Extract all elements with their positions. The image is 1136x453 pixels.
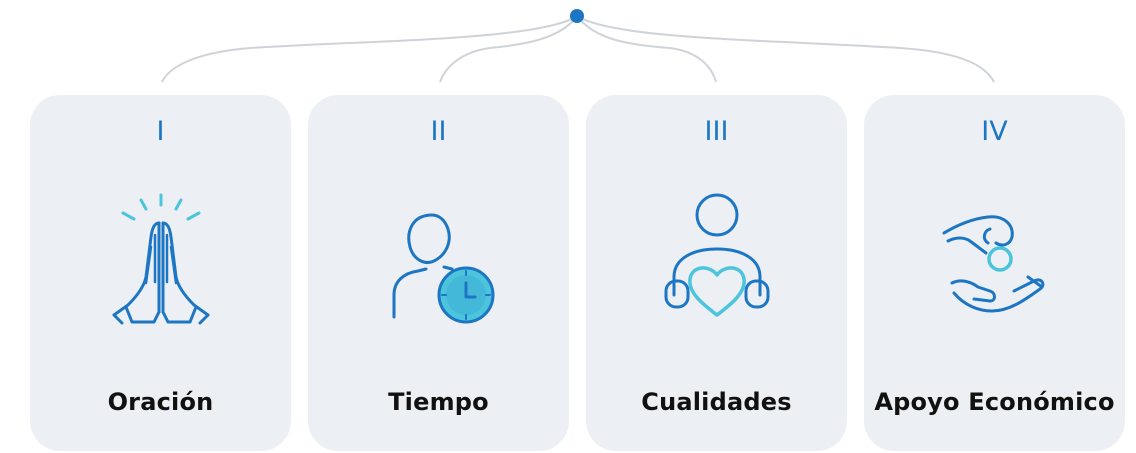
card-tiempo: II Tiempo <box>308 95 569 451</box>
card-label: Cualidades <box>641 388 792 416</box>
praying-hands-icon <box>96 187 226 337</box>
hand-coin-icon <box>930 187 1060 337</box>
card-label: Tiempo <box>388 388 489 416</box>
card-numeral: I <box>156 116 165 147</box>
person-heart-icon <box>652 187 782 337</box>
card-label: Apoyo Económico <box>874 388 1115 416</box>
connector-to-card-1 <box>161 15 578 83</box>
root-node <box>570 9 584 23</box>
card-numeral: IV <box>981 116 1008 147</box>
card-label: Oración <box>107 388 214 416</box>
card-apoyo-economico: IV Apoyo Económico <box>864 95 1125 451</box>
card-numeral: II <box>430 116 447 147</box>
card-oracion: I Oración <box>30 95 291 451</box>
card-numeral: III <box>704 116 729 147</box>
connector-to-card-3 <box>576 15 717 83</box>
card-cualidades: III Cualidades <box>586 95 847 451</box>
connector-to-card-4 <box>576 15 995 83</box>
person-clock-icon <box>374 187 504 337</box>
tree-connectors <box>161 9 995 83</box>
connector-to-card-2 <box>439 15 578 83</box>
